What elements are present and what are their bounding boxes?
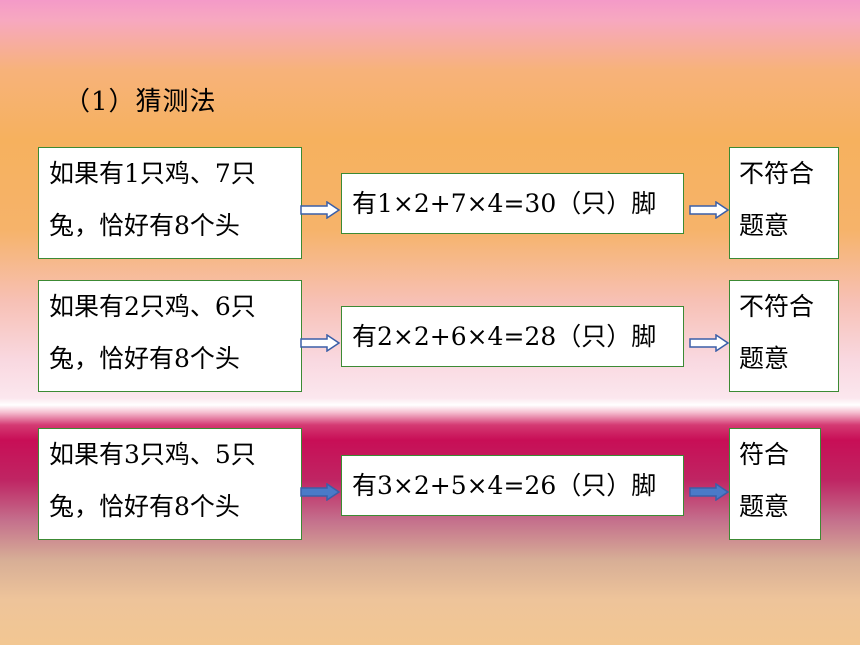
condition-line: 兔，恰好有8个头 xyxy=(49,492,240,521)
condition-box-2: 如果有2只鸡、6只 兔，恰好有8个头 xyxy=(38,280,302,392)
condition-box-3: 如果有3只鸡、5只 兔，恰好有8个头 xyxy=(38,428,302,540)
result-line: 题意 xyxy=(739,492,790,521)
result-line: 符合 xyxy=(739,440,790,469)
right-arrow-icon xyxy=(689,483,729,501)
condition-line: 如果有1只鸡、7只 xyxy=(49,159,256,188)
condition-line: 如果有3只鸡、5只 xyxy=(49,440,256,469)
right-arrow-icon xyxy=(300,201,340,219)
condition-line: 如果有2只鸡、6只 xyxy=(49,292,256,321)
right-arrow-icon xyxy=(300,483,340,501)
condition-line: 兔，恰好有8个头 xyxy=(49,211,240,240)
calculation-box-3: 有3×2+5×4=26（只）脚 xyxy=(341,455,684,516)
result-box-3: 符合 题意 xyxy=(729,428,821,540)
calculation-box-2: 有2×2+6×4=28（只）脚 xyxy=(341,306,684,367)
page-heading: （1）猜测法 xyxy=(64,87,217,117)
result-box-2: 不符合 题意 xyxy=(729,280,839,392)
result-line: 不符合 xyxy=(739,159,815,188)
right-arrow-icon xyxy=(300,334,340,352)
result-line: 不符合 xyxy=(739,292,815,321)
calculation-box-1: 有1×2+7×4=30（只）脚 xyxy=(341,173,684,234)
condition-box-1: 如果有1只鸡、7只 兔，恰好有8个头 xyxy=(38,147,302,259)
condition-line: 兔，恰好有8个头 xyxy=(49,344,240,373)
result-box-1: 不符合 题意 xyxy=(729,147,839,259)
right-arrow-icon xyxy=(689,201,729,219)
right-arrow-icon xyxy=(689,334,729,352)
result-line: 题意 xyxy=(739,211,790,240)
result-line: 题意 xyxy=(739,344,790,373)
